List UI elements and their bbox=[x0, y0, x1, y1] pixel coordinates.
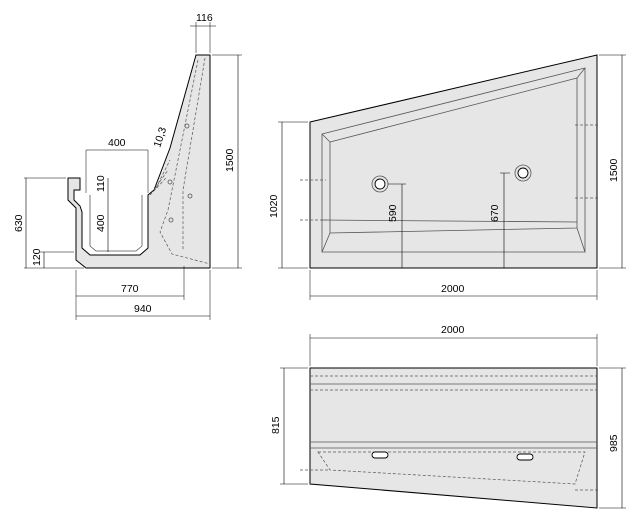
lifting-hole-right bbox=[517, 167, 529, 179]
dim-top-right-width: 985 bbox=[608, 434, 620, 452]
dim-channel-depth: 400 bbox=[95, 214, 107, 232]
dim-hole-left-height: 590 bbox=[387, 204, 399, 222]
cross-section-profile bbox=[67, 54, 211, 269]
lifting-hole-left bbox=[374, 178, 386, 190]
slot-right bbox=[516, 453, 534, 461]
anchor-lines bbox=[149, 159, 171, 196]
dim-overall-width: 940 bbox=[134, 303, 152, 315]
slot-left bbox=[371, 451, 389, 459]
top-view: 2000 815 985 bbox=[270, 324, 626, 509]
front-view: 590 670 1020 1500 2000 bbox=[268, 54, 626, 300]
anchor-point bbox=[184, 123, 190, 129]
dim-front-length: 2000 bbox=[441, 283, 465, 295]
dim-hole-right-height: 670 bbox=[489, 204, 501, 222]
dim-top-width: 116 bbox=[196, 12, 213, 24]
dim-channel-width: 400 bbox=[108, 137, 126, 149]
dim-base-step: 120 bbox=[31, 248, 43, 266]
dim-height-total: 1500 bbox=[224, 148, 236, 172]
top-view-outline bbox=[309, 367, 598, 509]
dim-inner-length: 770 bbox=[121, 283, 139, 295]
dim-outer-height: 630 bbox=[13, 214, 25, 232]
cross-section-hidden-line bbox=[159, 59, 211, 265]
cross-section-view: 116 1500 400 10,3 110 400 630 120 770 bbox=[13, 12, 242, 320]
channel-inner-line bbox=[89, 195, 143, 252]
dim-lip-height: 110 bbox=[95, 175, 107, 192]
front-view-outline bbox=[309, 54, 598, 269]
dim-top-length: 2000 bbox=[441, 324, 465, 336]
dim-right-height: 1500 bbox=[608, 158, 620, 182]
dim-left-height: 1020 bbox=[268, 194, 280, 218]
anchor-point bbox=[168, 217, 174, 223]
anchor-point bbox=[187, 193, 193, 199]
dim-wall-slope: 10,3 bbox=[151, 126, 169, 149]
dim-top-left-width: 815 bbox=[270, 416, 282, 434]
anchor-point bbox=[167, 179, 173, 185]
